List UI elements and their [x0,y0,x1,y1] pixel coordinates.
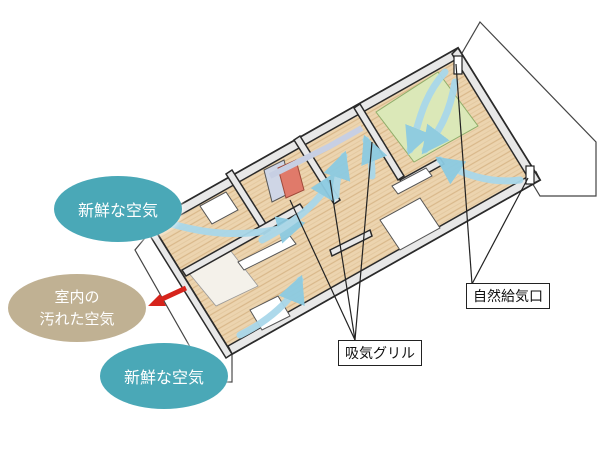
leader-lines [289,63,529,341]
ventilation-duct [268,125,364,179]
dirty-air-label-line2: 汚れた空気 [39,310,115,328]
dirty-air-bubble: 室内の 汚れた空気 [8,274,146,342]
exhaust-arrow [148,285,188,306]
fresh-air-label-top: 新鮮な空気 [77,201,158,220]
natural-inlets [453,55,535,185]
fresh-air-bubble-top: 新鮮な空気 [54,176,182,242]
fresh-air-bubble-bottom: 新鮮な空気 [100,343,228,409]
furniture [199,159,441,331]
fresh-air-label-bottom: 新鮮な空気 [123,368,204,387]
dirty-air-label-line1: 室内の [54,288,100,306]
exhaust-grille-callout: 吸気グリル [338,340,422,366]
natural-inlet-callout: 自然給気口 [466,283,550,309]
